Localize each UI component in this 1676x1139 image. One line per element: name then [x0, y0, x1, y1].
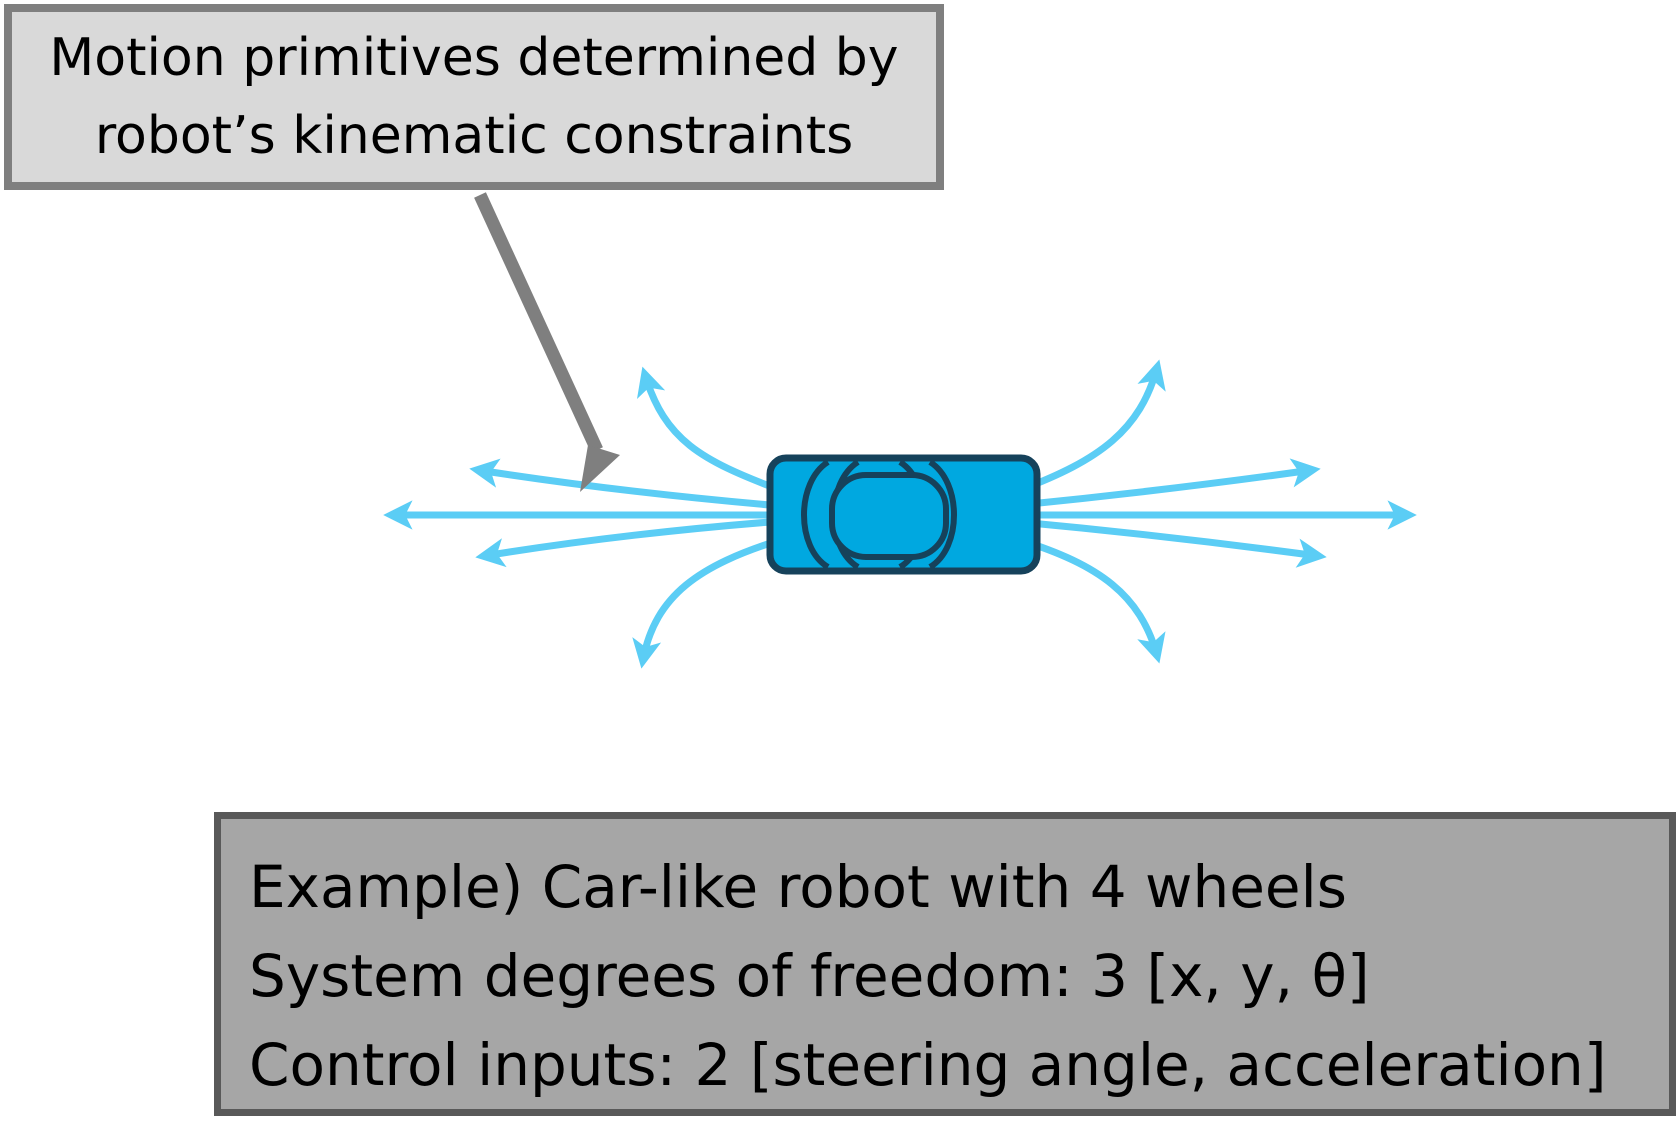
- arrow-left-up-curve: [637, 366, 784, 494]
- car-icon: [766, 454, 1041, 575]
- callout-line-1: Motion primitives determined by: [49, 28, 899, 88]
- arrow-right-down-shallow: [1016, 518, 1327, 568]
- arrow-left-down-shallow: [475, 518, 774, 568]
- arrow-right-up-shallow: [1016, 458, 1321, 509]
- motion-primitive-arrows-right: [1016, 359, 1417, 664]
- callout-line-2: robot’s kinematic constraints: [94, 106, 854, 166]
- example-line-1: Example) Car-like robot with 4 wheels: [249, 853, 1347, 921]
- example-box: Example) Car-like robot with 4 wheels Sy…: [214, 812, 1676, 1116]
- arrow-right-down-curve: [1016, 536, 1166, 664]
- pointer-arrow: [474, 192, 620, 492]
- arrow-left-down-curve: [632, 536, 784, 669]
- kinematic-constraints-callout: Motion primitives determined by robot’s …: [4, 4, 944, 190]
- arrow-left-up-shallow: [469, 458, 774, 509]
- example-line-3: Control inputs: 2 [steering angle, accel…: [249, 1031, 1607, 1099]
- motion-primitive-arrows-left: [383, 366, 784, 669]
- arrow-right-up-curve: [1016, 359, 1166, 494]
- example-line-2: System degrees of freedom: 3 [x, y, θ]: [249, 942, 1370, 1010]
